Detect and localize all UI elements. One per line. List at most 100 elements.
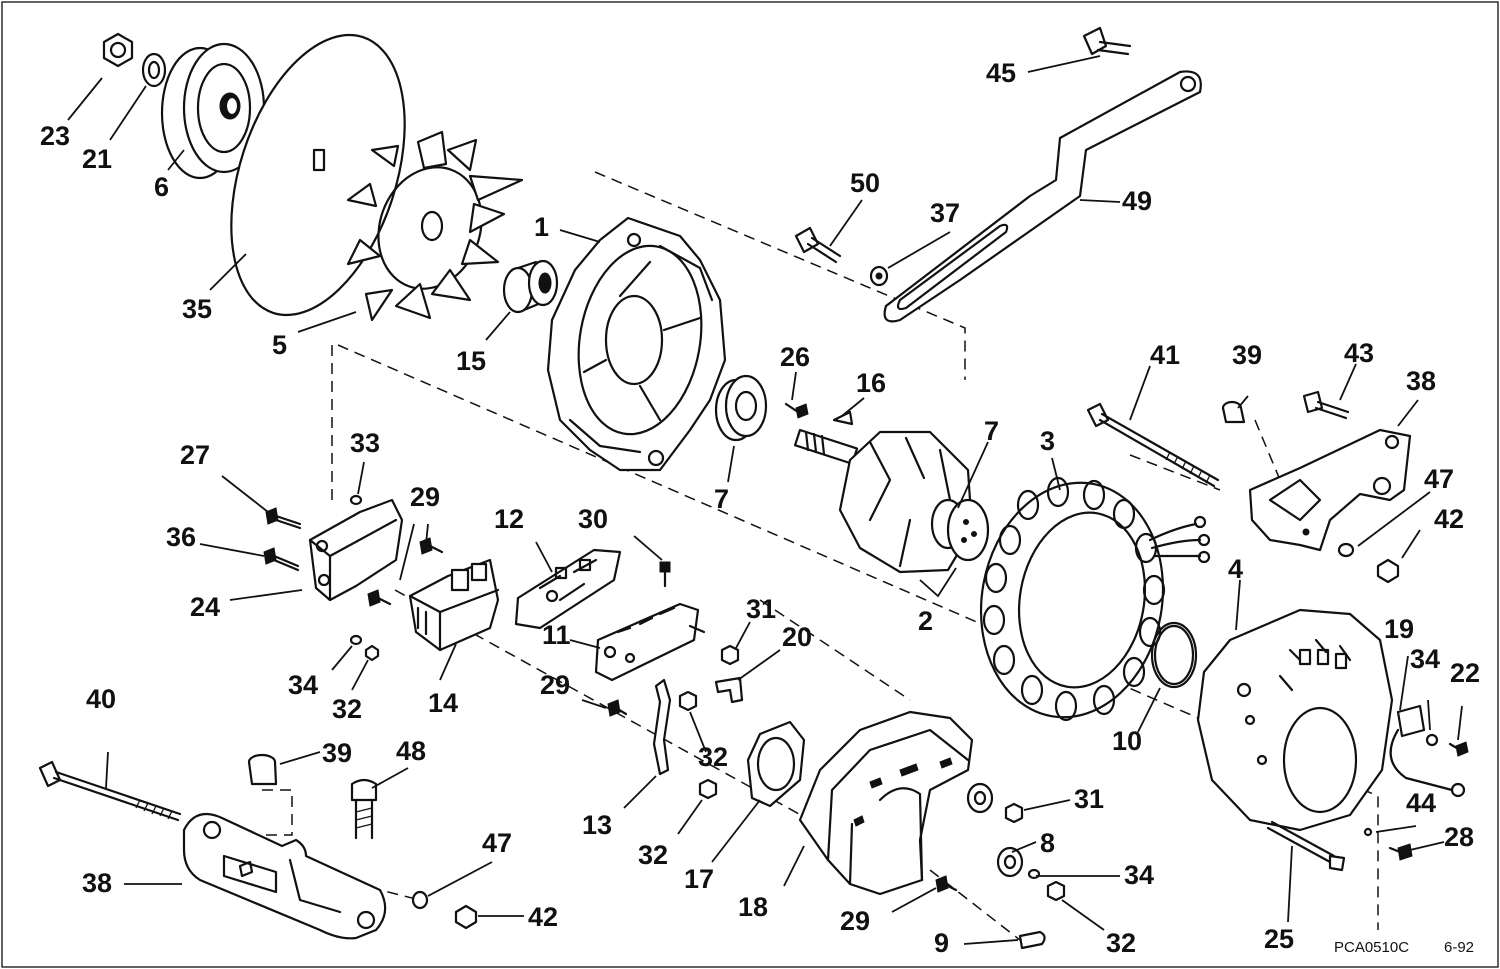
- callout-18: 18: [738, 892, 768, 922]
- part-42-nut-lower: [454, 904, 478, 930]
- callout-32-left: 32: [332, 694, 362, 724]
- callout-32-mid-upper: 32: [698, 742, 728, 772]
- part-34-washer-right: [1425, 733, 1439, 747]
- callout-19: 19: [1384, 614, 1414, 644]
- part-7-bearing-front: [714, 374, 768, 442]
- callout-28: 28: [1444, 822, 1474, 852]
- callout-32-bottom: 32: [1106, 928, 1136, 958]
- callout-12: 12: [494, 504, 524, 534]
- part-26-screw: [784, 402, 809, 419]
- part-39-bushing-lower: [247, 753, 278, 786]
- part-41-long-bolt: [1086, 402, 1220, 488]
- callout-49: 49: [1122, 186, 1152, 216]
- callout-44: 44: [1406, 788, 1436, 818]
- callout-10: 10: [1112, 726, 1142, 756]
- callout-6: 6: [154, 172, 169, 202]
- part-38-bracket-upper: [1248, 428, 1412, 552]
- callout-25: 25: [1264, 924, 1294, 954]
- callout-47-upper: 47: [1424, 464, 1454, 494]
- callout-50: 50: [850, 168, 880, 198]
- part-9-pin: [1018, 930, 1046, 950]
- callout-36: 36: [166, 522, 196, 552]
- part-32-nut-mid-upper: [678, 690, 698, 712]
- part-43-bolt: [1302, 390, 1350, 420]
- part-36-screw: [263, 547, 300, 572]
- part-48-bolt: [350, 778, 378, 840]
- part-29-screw-lower: [367, 589, 392, 607]
- part-22-screw: [1448, 741, 1469, 757]
- callout-29-mid: 29: [540, 670, 570, 700]
- callout-43: 43: [1344, 338, 1374, 368]
- callout-35: 35: [182, 294, 212, 324]
- callout-labels: 23 21 6 35 5 15 1 7 26 16 7 2 3 4 41 39 …: [40, 58, 1480, 958]
- part-17-gasket: [746, 720, 806, 808]
- callout-7-front: 7: [714, 484, 729, 514]
- part-19-capacitor: [1389, 704, 1466, 798]
- part-2-rotor: [793, 428, 990, 574]
- callout-24: 24: [190, 592, 220, 622]
- figure-date: 6-92: [1444, 939, 1474, 956]
- part-40-long-bolt: [38, 760, 182, 822]
- part-18-end-cover: [798, 710, 974, 896]
- callout-41: 41: [1150, 340, 1180, 370]
- callout-7-rear: 7: [984, 416, 999, 446]
- part-49-adjusting-arm: [883, 70, 1202, 323]
- callout-42-upper: 42: [1434, 504, 1464, 534]
- part-42-nut-right: [1376, 558, 1400, 584]
- part-32-nut-bottom: [1046, 880, 1066, 902]
- callout-30: 30: [578, 504, 608, 534]
- part-47-washer-lower: [411, 890, 429, 910]
- part-10-o-ring: [1150, 621, 1198, 689]
- part-37-washer: [869, 265, 889, 287]
- part-8-spacer-upper: [966, 782, 994, 814]
- part-16-woodruff-key: [832, 410, 854, 426]
- callout-29-bottom: 29: [840, 906, 870, 936]
- part-31-nut-bottom: [1004, 802, 1024, 824]
- part-45-bolt: [1082, 26, 1132, 56]
- callout-39-upper: 39: [1232, 340, 1262, 370]
- callout-16: 16: [856, 368, 886, 398]
- callout-27: 27: [180, 440, 210, 470]
- part-34-washer-left: [349, 634, 363, 646]
- callout-37: 37: [930, 198, 960, 228]
- callout-20: 20: [782, 622, 812, 652]
- callout-38-lower: 38: [82, 868, 112, 898]
- part-27-screw: [265, 507, 302, 530]
- part-33-washer: [349, 494, 363, 506]
- part-11-diode-trio: [594, 602, 706, 682]
- callout-45: 45: [986, 58, 1016, 88]
- callout-4: 4: [1228, 554, 1243, 584]
- figure-code: PCA0510C: [1334, 939, 1409, 956]
- callout-29-upper: 29: [410, 482, 440, 512]
- part-3-stator: [979, 476, 1211, 722]
- part-39-bushing-upper: [1221, 400, 1246, 424]
- callout-17: 17: [684, 864, 714, 894]
- callout-1: 1: [534, 212, 549, 242]
- part-23-nut: [102, 32, 134, 68]
- callout-26: 26: [780, 342, 810, 372]
- callout-5: 5: [272, 330, 287, 360]
- callout-14: 14: [428, 688, 458, 718]
- part-12-rectifier-bridge: [514, 548, 622, 630]
- callout-31-bottom: 31: [1074, 784, 1104, 814]
- callout-11: 11: [542, 620, 571, 650]
- callout-9: 9: [934, 928, 949, 958]
- callout-34-right: 34: [1410, 644, 1440, 674]
- leader-lines: [67, 55, 1463, 945]
- callout-8: 8: [1040, 828, 1055, 858]
- callout-48: 48: [396, 736, 426, 766]
- callout-39-lower: 39: [322, 738, 352, 768]
- part-29-screw-upper: [419, 537, 444, 555]
- callout-2: 2: [918, 606, 933, 636]
- part-29-screw-mid: [607, 699, 628, 717]
- callout-33: 33: [350, 428, 380, 458]
- part-32-nut-mid-lower: [698, 778, 718, 800]
- part-21-lock-washer: [141, 52, 167, 88]
- part-38-bracket-lower: [182, 812, 387, 940]
- callout-42-lower: 42: [528, 902, 558, 932]
- callout-47-lower: 47: [482, 828, 512, 858]
- part-15-spacer: [502, 259, 559, 314]
- callout-21: 21: [82, 144, 112, 174]
